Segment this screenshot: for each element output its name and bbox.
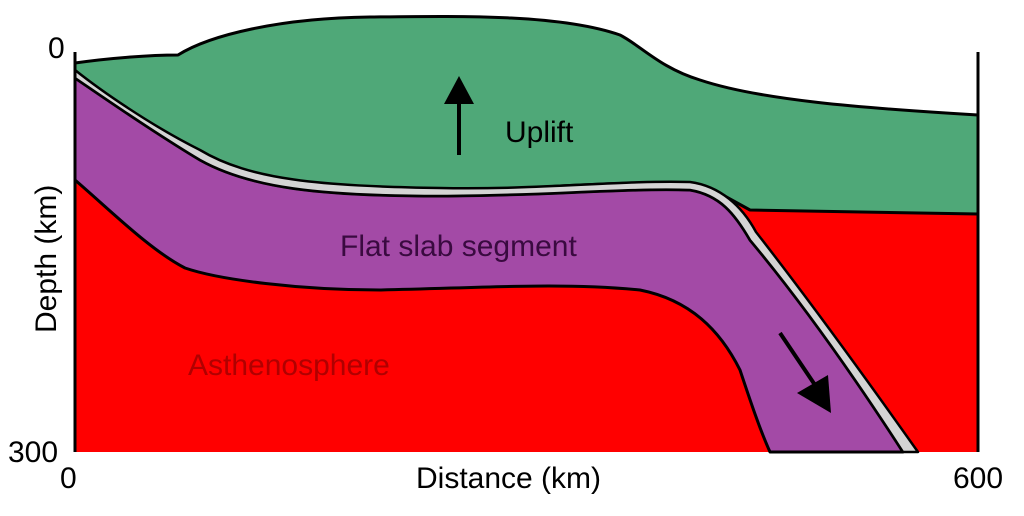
y-axis-label: Depth (km) bbox=[30, 185, 63, 333]
y-axis-top-tick: 0 bbox=[48, 32, 65, 65]
x-axis-right-tick: 600 bbox=[953, 462, 1003, 495]
y-axis-bottom-tick: 300 bbox=[8, 436, 58, 469]
asthenosphere-label: Asthenosphere bbox=[188, 349, 390, 382]
uplift-label: Uplift bbox=[505, 116, 574, 149]
flat-slab-segment-label: Flat slab segment bbox=[340, 230, 577, 263]
x-axis-left-tick: 0 bbox=[60, 462, 77, 495]
arrow-down-right-icon bbox=[778, 331, 831, 413]
slab-top-layer bbox=[73, 68, 920, 454]
arrow-up-icon bbox=[444, 76, 474, 155]
x-axis-label: Distance (km) bbox=[416, 462, 601, 495]
